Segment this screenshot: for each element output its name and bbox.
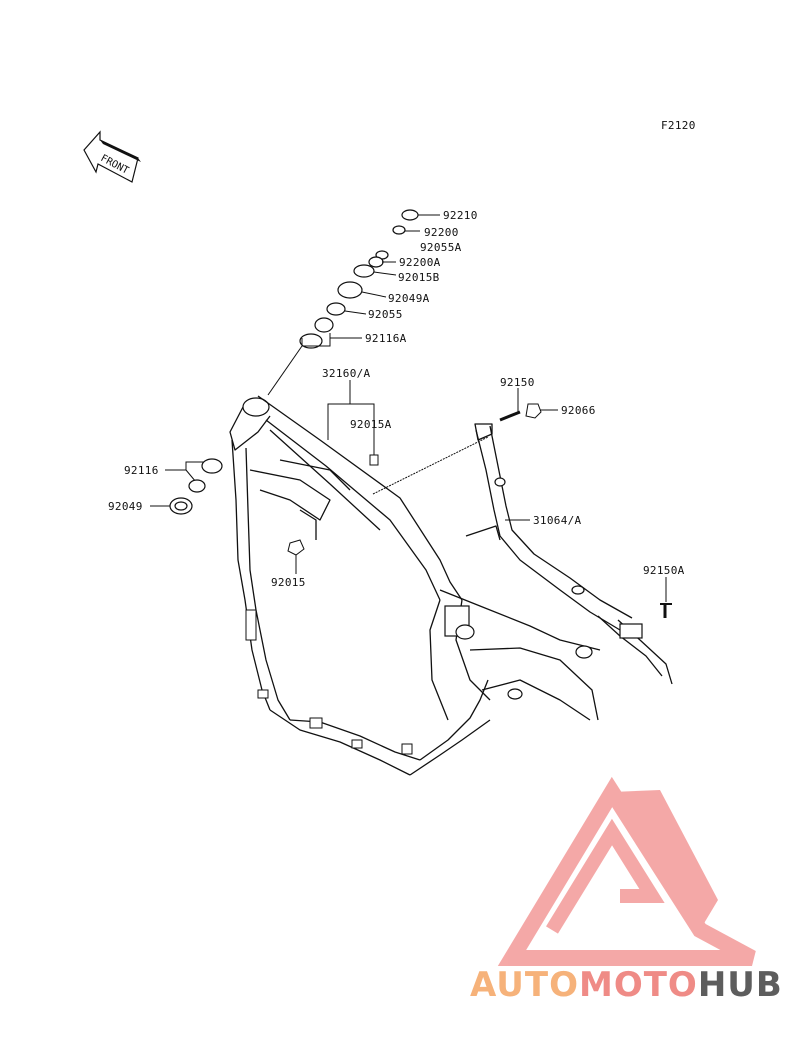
label-92200: 92200 — [424, 226, 459, 239]
label-92066: 92066 — [561, 404, 596, 417]
label-32160A: 32160/A — [322, 367, 371, 380]
label-92055A: 92055A — [420, 241, 462, 254]
label-92049: 92049 — [108, 500, 143, 513]
label-92210: 92210 — [443, 209, 478, 222]
watermark-text: AUTOMOTOHUB — [470, 965, 783, 1005]
label-92015B: 92015B — [398, 271, 440, 284]
label-92015: 92015 — [271, 576, 306, 589]
label-92150: 92150 — [500, 376, 535, 389]
part-92055-ring — [326, 302, 346, 316]
part-92116A-bearing — [299, 333, 323, 349]
leader-lines — [150, 214, 667, 602]
label-92015A: 92015A — [350, 418, 392, 431]
label-92049A: 92049A — [388, 292, 430, 305]
label-92200A: 92200A — [399, 256, 441, 269]
part-92049A-seal — [337, 281, 363, 299]
label-92055: 92055 — [368, 308, 403, 321]
fasteners — [287, 403, 672, 618]
steering-parts-stack — [299, 209, 419, 349]
figure-code: F2120 — [661, 119, 696, 132]
main-frame — [229, 395, 601, 776]
part-92200-washer — [392, 225, 406, 235]
front-arrow-icon: FRONT — [83, 130, 141, 183]
part-92200A-washer — [368, 256, 384, 268]
rear-subframe — [465, 423, 673, 685]
part-labels: 92210 92200 92055A 92200A 92015B 92049A … — [108, 209, 685, 589]
part-92116A-race — [314, 317, 334, 333]
label-92116: 92116 — [124, 464, 159, 477]
watermark-logo-icon — [497, 776, 756, 966]
left-bearing-parts — [169, 458, 223, 515]
part-92210-nut — [401, 209, 419, 221]
part-92015B-nut — [353, 264, 375, 278]
label-31064A: 31064/A — [533, 514, 582, 527]
label-92116A: 92116A — [365, 332, 407, 345]
label-92150A: 92150A — [643, 564, 685, 577]
